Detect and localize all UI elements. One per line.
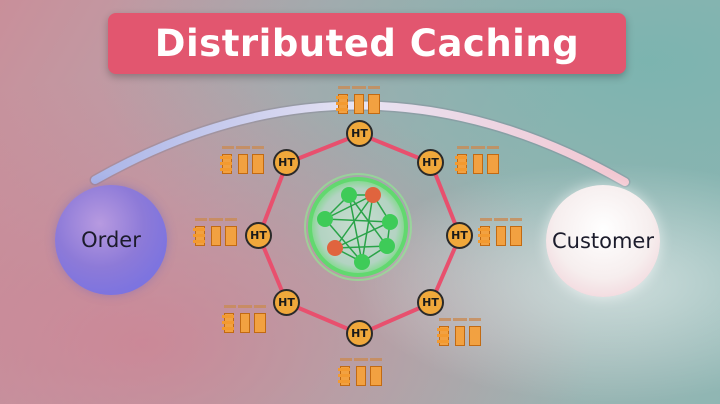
cache-node-green: [354, 254, 370, 270]
cache-node-red: [365, 187, 381, 203]
cache-node-green: [317, 211, 333, 227]
hash-table-node: HT: [273, 149, 300, 176]
hash-table-illustration: [338, 358, 384, 388]
hash-table-illustration: [193, 218, 239, 248]
title-banner: Distributed Caching: [108, 13, 626, 74]
hash-table-illustration: [336, 86, 382, 116]
hash-table-node: HT: [417, 289, 444, 316]
hash-table-node: HT: [346, 120, 373, 147]
customer-service: Customer: [546, 185, 660, 297]
hash-table-node: HT: [446, 222, 473, 249]
hash-table-node: HT: [346, 320, 373, 347]
order-service-label: Order: [81, 228, 141, 252]
cache-cluster: [304, 173, 412, 281]
hash-table-node: HT: [273, 289, 300, 316]
hash-table-node: HT: [417, 149, 444, 176]
hash-table-illustration: [455, 146, 501, 176]
page-title: Distributed Caching: [154, 22, 580, 65]
hash-table-illustration: [220, 146, 266, 176]
customer-service-label: Customer: [551, 229, 654, 253]
cache-node-red: [327, 240, 343, 256]
cache-node-green: [379, 238, 395, 254]
hash-table-illustration: [222, 305, 268, 335]
hash-table-node: HT: [245, 222, 272, 249]
order-service: Order: [55, 185, 167, 295]
hash-table-illustration: [437, 318, 483, 348]
cache-node-green: [341, 187, 357, 203]
hash-table-illustration: [478, 218, 524, 248]
cache-node-green: [382, 214, 398, 230]
